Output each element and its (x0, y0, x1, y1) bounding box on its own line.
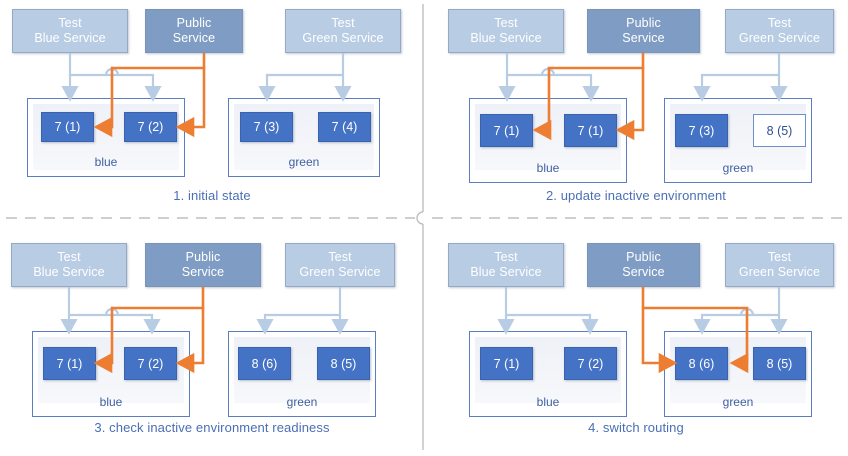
service-label-line1: Test (57, 250, 81, 264)
service-label-line2: Blue Service (34, 31, 106, 45)
instance-label: 7 (1) (577, 123, 604, 138)
public-routing-arrows (93, 287, 205, 374)
panel-3-connectors (60, 287, 349, 374)
panel-caption: 4. switch routing (588, 420, 684, 435)
instance-label: 7 (1) (493, 123, 520, 138)
service-label-line2: Green Service (302, 31, 384, 45)
env-label-green: green (722, 161, 754, 175)
env-label-blue: blue (99, 395, 123, 409)
service-label-line2: Service (172, 31, 216, 45)
service-label-line1: Test (328, 250, 352, 264)
instance-label: 8 (6) (688, 356, 715, 371)
service-label-line2: Service (181, 265, 225, 279)
env-label-green: green (286, 395, 318, 409)
service-label-line2: Blue Service (470, 265, 542, 279)
panel-caption: 3. check inactive environment readiness (94, 420, 330, 435)
env-label-blue: blue (94, 155, 118, 169)
instance-label: 8 (6) (251, 356, 278, 371)
instance-label: 7 (1) (56, 356, 83, 371)
instance-label: 7 (1) (54, 120, 81, 134)
panel-caption: 1. initial state (173, 188, 251, 203)
service-label-line2: Service (622, 265, 665, 279)
panel-1-connectors (61, 53, 352, 138)
service-label-line1: Test (331, 16, 355, 30)
instance-box: 8 (6) (675, 347, 728, 380)
env-label-green: green (722, 395, 754, 409)
service-label-line1: Test (767, 250, 792, 264)
service-label-line2: Service (622, 31, 665, 45)
env-label-blue: blue (536, 161, 560, 175)
instance-box: 7 (2) (564, 347, 617, 380)
test-service-arrows (60, 287, 349, 335)
instance-box: 8 (6) (238, 347, 291, 380)
instance-label: 8 (5) (766, 123, 793, 138)
instance-box: 7 (3) (240, 112, 293, 142)
service-label-line1: Public (626, 16, 661, 30)
instance-label: 8 (5) (330, 356, 357, 371)
panel-caption: 2. update inactive environment (545, 188, 727, 203)
instance-box: 7 (2) (124, 347, 177, 380)
public-routing-arrows (641, 287, 749, 374)
instance-label: 7 (4) (331, 120, 358, 134)
service-label-line2: Blue Service (470, 31, 542, 45)
instance-label: 7 (2) (137, 120, 164, 134)
public-routing-arrows (93, 53, 206, 138)
instance-box: 7 (4) (318, 112, 371, 142)
service-label-line2: Blue Service (33, 265, 105, 279)
service-label-line1: Test (767, 16, 792, 30)
instance-box-pending: 8 (5) (753, 114, 806, 147)
instance-box: 7 (1) (564, 114, 617, 147)
service-label-line1: Public (185, 250, 221, 264)
service-label-line2: Green Service (738, 265, 821, 279)
panel-2-connectors (498, 53, 788, 141)
instance-label: 8 (5) (766, 356, 793, 371)
instance-box: 7 (1) (480, 347, 533, 380)
instance-label: 7 (1) (493, 356, 520, 371)
instance-box: 8 (5) (317, 347, 370, 380)
instance-box: 7 (1) (480, 114, 533, 147)
public-routing-arrows (532, 53, 645, 141)
service-label-line2: Green Service (299, 265, 381, 279)
service-label-line1: Test (494, 250, 518, 264)
instance-label: 7 (3) (688, 123, 715, 138)
instance-label: 7 (2) (577, 356, 604, 371)
test-service-arrows (497, 287, 788, 335)
instance-box: 7 (3) (675, 114, 728, 147)
instance-label: 7 (2) (137, 356, 164, 371)
service-label-line2: Green Service (738, 31, 821, 45)
service-label-line1: Public (626, 250, 661, 264)
service-label-line1: Test (58, 16, 82, 30)
instance-box: 7 (2) (124, 112, 177, 142)
service-label-line1: Public (176, 16, 212, 30)
instance-box: 7 (1) (41, 112, 94, 142)
instance-label: 7 (3) (253, 120, 280, 134)
service-label-line1: Test (494, 16, 518, 30)
env-label-blue: blue (536, 395, 560, 409)
instance-box: 8 (5) (753, 347, 806, 380)
env-label-green: green (288, 155, 320, 169)
panel-4-connectors (497, 287, 788, 374)
instance-box: 7 (1) (43, 347, 96, 380)
